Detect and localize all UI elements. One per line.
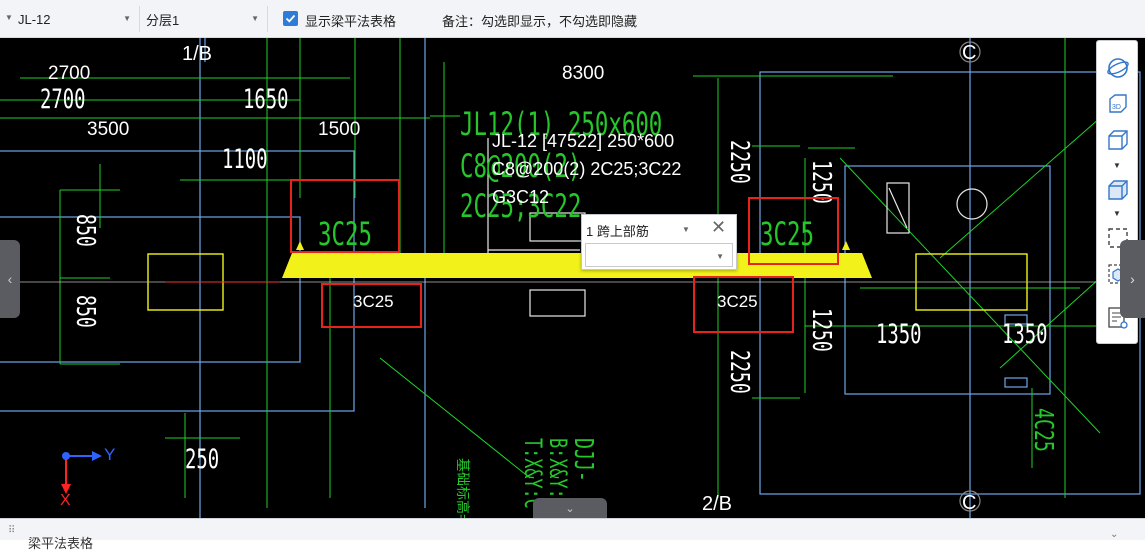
axis-label-c-bottom: C [962,492,977,514]
dim-text: 250 [185,444,220,475]
beam-annotation-ghost: C8@200(2) [460,147,582,185]
dim-text: 850 [70,214,100,247]
highlight-box [290,179,400,253]
rebar-label-bottom-right: 3C25 [717,292,758,311]
chevron-down-icon[interactable]: ⌄ [1110,529,1119,540]
foundation-label: 基础标高=-3 [455,458,471,518]
ucs-y-label: Y [104,445,116,464]
chevron-down-icon: ▼ [123,14,131,23]
cad-canvas[interactable]: 1/B C 2/B C 2700 2700 1650 3500 1500 110… [0,38,1145,518]
orbit-icon[interactable] [1105,55,1131,81]
dim-text: 2250 [724,350,754,394]
axis-label-c-top: C [962,42,977,64]
beam-label-line3: G3C12 [492,187,550,207]
3d-view-icon[interactable]: 3D [1105,91,1131,117]
box-wire-icon[interactable] [1105,127,1131,153]
dim-text: 1350 [1002,319,1048,350]
highlight-box [748,197,839,265]
span-value-input[interactable]: ▼ [585,243,733,267]
toolbar-note: 备注：勾选即显示，不勾选即隐藏 [442,14,638,29]
show-table-label[interactable]: 显示梁平法表格 [305,14,397,29]
dim-text: 1500 [318,119,361,140]
ucs-x-label: X [60,492,71,509]
axis-label-2b: 2/B [702,493,733,515]
dim-text: 1650 [243,84,289,115]
select-box-icon[interactable] [1105,225,1131,251]
beam-table-panel: ⠿ 梁平法表格 ⌄ [0,518,1145,551]
beam-annotation-ghost: 2C25;3C22 [460,187,582,225]
dim-text: 1100 [222,144,268,175]
highlight-box [693,276,794,333]
rebar-label-top-right: 3C25 [760,215,814,253]
bottom-panel-toggle[interactable]: ⌄ [533,498,607,518]
dim-text: 2700 [48,63,91,84]
box-solid-icon[interactable] [1105,177,1131,203]
dim-text: 3500 [87,119,130,140]
caret-down-icon[interactable]: ▼ [5,13,13,22]
toolbar: ▼ JL-12 ▼ 分层1 ▼ 显示梁平法表格 备注：勾选即显示，不勾选即隐藏 [0,0,1145,38]
chevron-down-icon: ▼ [251,14,259,23]
left-panel-toggle[interactable]: ‹ [0,240,20,318]
dim-text: 2700 [40,84,86,115]
beam-label-line1: JL-12 [47522] 250*600 [492,131,675,151]
chevron-right-icon: › [1130,271,1135,287]
ucs-icon [61,451,102,494]
dim-text: 1250 [806,308,836,352]
check-icon [285,14,296,23]
rebar-label-top-left: 3C25 [318,215,372,253]
chevron-left-icon: ‹ [7,271,13,287]
dim-text: 1350 [876,319,922,350]
rebar-label-bottom-left: 3C25 [353,292,394,311]
chevron-down-icon: ⌄ [565,502,575,515]
beam-select-value: JL-12 [18,11,51,27]
floor-select[interactable]: 分层1 ▼ [140,6,268,32]
chevron-down-icon[interactable]: ▼ [716,252,724,261]
chevron-down-icon[interactable]: ▼ [1113,209,1121,218]
chevron-down-icon[interactable]: ▼ [682,225,690,234]
dim-text: 850 [70,295,100,328]
floor-select-value: 分层1 [146,12,180,28]
dim-text: 2250 [724,140,754,184]
highlight-box [321,283,422,328]
panel-title: 梁平法表格 [28,536,94,551]
chevron-down-icon[interactable]: ▼ [1113,161,1121,170]
axis-label-1b: 1/B [182,43,213,65]
rebar-label-right: 4C25 [1028,408,1058,452]
drag-handle-icon[interactable]: ⠿ [8,525,15,536]
close-icon[interactable]: ✕ [711,217,727,237]
foundation-label: DJJ- [568,438,598,482]
dim-text: 8300 [562,63,605,84]
right-panel-toggle[interactable]: › [1120,240,1145,318]
svg-text:3D: 3D [1112,104,1121,111]
beam-select[interactable]: JL-12 ▼ [12,6,140,32]
span-field-label[interactable]: 1 跨上部筋 [586,224,649,239]
beam-label-line2: C8@200(2) 2C25;3C22 [492,159,682,179]
show-table-checkbox[interactable] [283,11,298,26]
beam-annotation-ghost: JL12(1) 250x600 [460,105,663,143]
span-rebar-editor[interactable]: 1 跨上部筋 ▼ ✕ ▼ [581,214,737,270]
